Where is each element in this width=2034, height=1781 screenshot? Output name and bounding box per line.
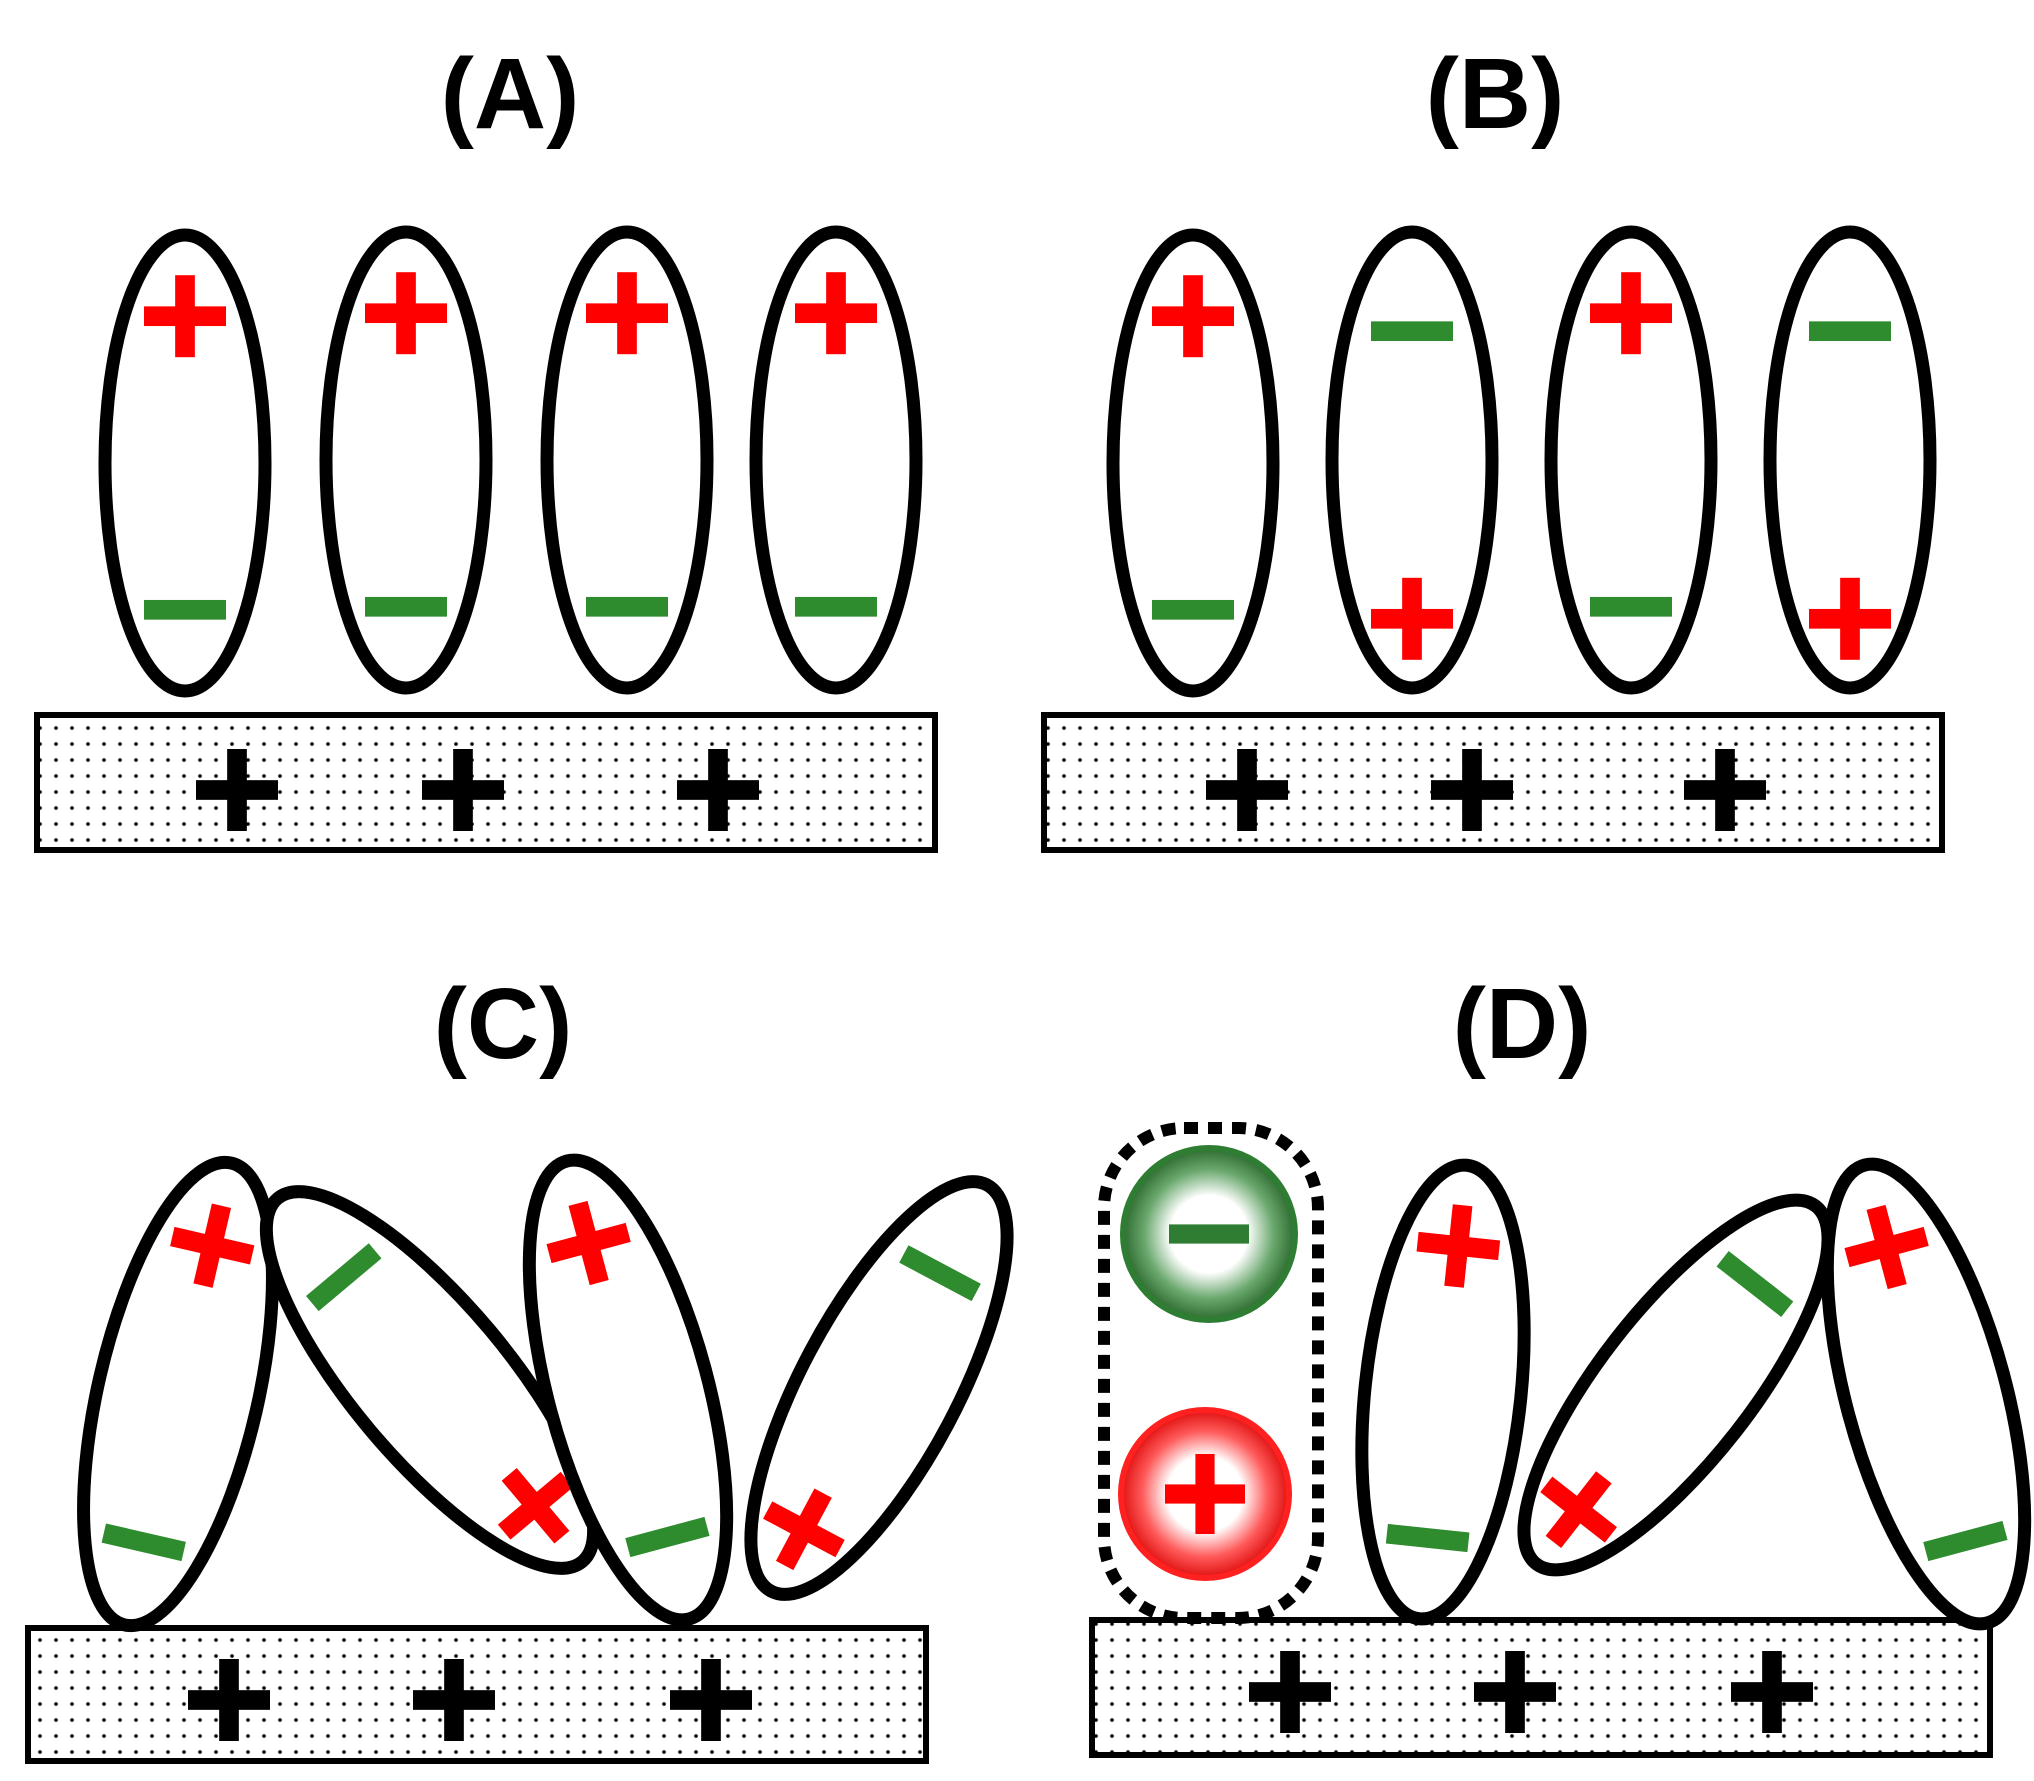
substrate-charge-icon [1249, 1651, 1331, 1733]
positive-charge-icon [497, 1468, 574, 1544]
negative-charge-icon [1716, 1250, 1794, 1317]
molecule-b-1 [1106, 228, 1280, 698]
negative-charge-icon [625, 1516, 710, 1558]
negative-charge-icon [1169, 1224, 1249, 1244]
substrate-charge-icon [1731, 1651, 1813, 1733]
negative-charge-icon [586, 596, 668, 617]
substrate-charge-icon [196, 749, 278, 831]
molecule-a-3 [540, 225, 714, 695]
negative-charge-icon [1371, 321, 1453, 342]
positive-charge-icon [1371, 577, 1453, 660]
molecule-d-2 [1517, 1193, 1835, 1577]
substrate-charge-icon [1431, 749, 1513, 831]
substrate-charge-icon [188, 1659, 270, 1741]
substrate-charge-icon [413, 1659, 495, 1741]
positive-charge-icon [795, 272, 877, 355]
panel-label-b: (B) [1426, 38, 1565, 150]
molecule-c-3 [522, 1153, 734, 1627]
positive-charge-icon [586, 272, 668, 355]
positive-charge-icon [1540, 1471, 1617, 1549]
negative-charge-icon [1923, 1520, 2008, 1562]
molecule-c-1 [77, 1155, 279, 1633]
positive-charge-icon [1809, 577, 1891, 660]
molecules-layer [77, 225, 2032, 1741]
negative-charge-icon [365, 596, 447, 617]
negative-charge-icon [101, 1523, 186, 1562]
positive-charge-icon [763, 1488, 845, 1571]
molecule-a-1 [98, 228, 272, 698]
negative-charge-icon [1152, 599, 1234, 620]
positive-charge-icon [365, 272, 447, 355]
substrate-charge-icon [1684, 749, 1766, 831]
substrate-charge-icon [677, 749, 759, 831]
positive-charge-icon [170, 1203, 255, 1288]
positive-charge-icon [1165, 1454, 1245, 1534]
molecule-b-3 [1544, 225, 1718, 695]
negative-charge-icon [306, 1243, 382, 1312]
panel-label-d: (D) [1453, 968, 1592, 1080]
panel-b [1106, 225, 1937, 831]
cation [1118, 1407, 1292, 1581]
substrate-charge-icon [670, 1659, 752, 1741]
panel-a [98, 225, 923, 831]
positive-charge-icon [1416, 1204, 1501, 1288]
molecule-b-4 [1763, 225, 1937, 695]
anion [1120, 1145, 1298, 1323]
negative-charge-icon [1590, 596, 1672, 617]
negative-charge-icon [1385, 1523, 1470, 1553]
molecule-c-4 [744, 1175, 1014, 1601]
molecule-b-2 [1325, 225, 1499, 695]
substrate-charge-icon [1206, 749, 1288, 831]
substrate-charge-icon [422, 749, 504, 831]
negative-charge-icon [144, 599, 226, 620]
negative-charge-icon [795, 596, 877, 617]
panel-d [1249, 1157, 2032, 1733]
molecule-d-3 [1820, 1157, 2032, 1631]
molecule-a-4 [749, 225, 923, 695]
panel-c [77, 1153, 1014, 1741]
positive-charge-icon [144, 275, 226, 358]
ion-pair [1098, 1122, 1324, 1624]
molecule-c-2 [259, 1185, 601, 1575]
molecule-a-2 [319, 225, 493, 695]
ion-pair-outline [1098, 1122, 1324, 1624]
positive-charge-icon [546, 1200, 631, 1286]
positive-charge-icon [1844, 1204, 1929, 1290]
panel-label-c: (C) [434, 968, 573, 1080]
positive-charge-icon [1590, 272, 1672, 355]
negative-charge-icon [1809, 321, 1891, 342]
panel-label-a: (A) [441, 38, 580, 150]
negative-charge-icon [899, 1245, 981, 1302]
positive-charge-icon [1152, 275, 1234, 358]
molecule-d-1 [1355, 1158, 1531, 1626]
substrate-charge-icon [1474, 1651, 1556, 1733]
